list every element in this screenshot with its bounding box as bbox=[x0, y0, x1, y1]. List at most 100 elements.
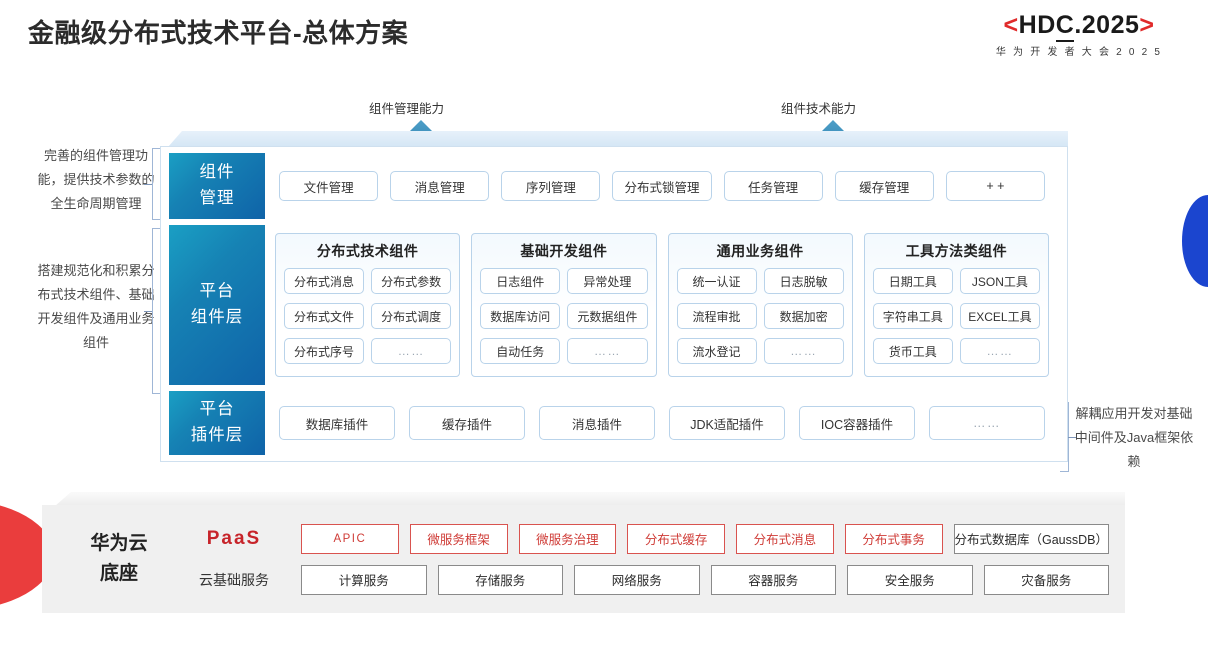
component-item[interactable]: 字符串工具 bbox=[872, 303, 953, 329]
cloud-chip[interactable]: 安全服务 bbox=[847, 564, 973, 595]
component-management-items: 文件管理 消息管理 序列管理 分布式锁管理 任务管理 缓存管理 + + bbox=[265, 153, 1059, 219]
bracket-left-top bbox=[152, 148, 161, 220]
component-management-item[interactable]: 文件管理 bbox=[279, 171, 379, 201]
paas-chip[interactable]: 分布式消息 bbox=[736, 523, 834, 554]
component-item[interactable]: 日志组件 bbox=[480, 268, 561, 294]
paas-chip-database[interactable]: 分布式数据库（GaussDB） bbox=[953, 523, 1109, 554]
hdc-bracket-left-icon: < bbox=[1003, 11, 1019, 39]
cloud-chip[interactable]: 计算服务 bbox=[301, 564, 427, 595]
component-item[interactable]: 元数据组件 bbox=[567, 303, 648, 329]
plugin-item[interactable]: 缓存插件 bbox=[409, 406, 525, 440]
paas-chip[interactable]: 微服务框架 bbox=[409, 523, 508, 554]
annotation-left-bottom: 搭建规范化和积累分布式技术组件、基础开发组件及通用业务组件 bbox=[37, 263, 155, 351]
component-item[interactable]: 异常处理 bbox=[567, 268, 648, 294]
cloud-services-label: 云基础服务 bbox=[199, 571, 269, 588]
component-item[interactable]: 数据加密 bbox=[763, 303, 844, 329]
base-top-bevel bbox=[55, 492, 1125, 506]
platform-plugin-items: 数据库插件 缓存插件 消息插件 JDK适配插件 IOC容器插件 …… bbox=[265, 391, 1059, 455]
component-management-item[interactable]: 分布式锁管理 bbox=[612, 171, 712, 201]
component-item[interactable]: 分布式参数 bbox=[371, 268, 452, 294]
hdc-logo-main: <HDC.2025> bbox=[964, 11, 1194, 42]
annotation-left-top: 完善的组件管理功能，提供技术参数的全生命周期管理 bbox=[37, 148, 155, 212]
component-item[interactable]: 分布式消息 bbox=[284, 268, 365, 294]
layer-platform-component: 平台 组件层 分布式技术组件 分布式消息 分布式参数 分布式文件 分布式调度 分… bbox=[169, 225, 1059, 385]
component-group-title: 工具方法类组件 bbox=[905, 243, 1008, 259]
component-item-more[interactable]: …… bbox=[371, 338, 452, 364]
paas-chip[interactable]: 微服务治理 bbox=[518, 523, 617, 554]
component-item[interactable]: JSON工具 bbox=[959, 268, 1040, 294]
component-item[interactable]: 流程审批 bbox=[676, 303, 757, 329]
base-rows: PaaS APIC 微服务框架 微服务治理 分布式缓存 分布式消息 分布式事务 … bbox=[178, 523, 1109, 595]
cloud-chip[interactable]: 容器服务 bbox=[710, 564, 836, 595]
component-item[interactable]: 分布式文件 bbox=[284, 303, 365, 329]
hdc-logo-subtitle: 华 为 开 发 者 大 会 2 0 2 5 bbox=[995, 47, 1163, 59]
hdc-letter-c: C bbox=[1055, 11, 1075, 42]
blue-lens-decoration bbox=[1182, 195, 1208, 287]
paas-chip[interactable]: APIC bbox=[301, 523, 399, 554]
page-title: 金融级分布式技术平台-总体方案 bbox=[28, 18, 409, 48]
cloud-chip[interactable]: 灾备服务 bbox=[983, 564, 1109, 595]
platform-stack: 组件 管理 文件管理 消息管理 序列管理 分布式锁管理 任务管理 缓存管理 + … bbox=[160, 146, 1068, 462]
component-management-item-add[interactable]: + + bbox=[945, 171, 1045, 201]
component-item-more[interactable]: …… bbox=[567, 338, 648, 364]
layer-tab-component-management[interactable]: 组件 管理 bbox=[169, 153, 265, 219]
component-item[interactable]: 数据库访问 bbox=[480, 303, 561, 329]
cloud-chip[interactable]: 存储服务 bbox=[437, 564, 563, 595]
base-title-line2: 底座 bbox=[99, 563, 138, 584]
stack-top-bevel bbox=[168, 131, 1068, 147]
component-group: 基础开发组件 日志组件 异常处理 数据库访问 元数据组件 自动任务 …… bbox=[471, 233, 657, 377]
component-group-grid: 日志组件 异常处理 数据库访问 元数据组件 自动任务 …… bbox=[480, 268, 648, 368]
layer-component-management: 组件 管理 文件管理 消息管理 序列管理 分布式锁管理 任务管理 缓存管理 + … bbox=[169, 153, 1059, 219]
component-group: 分布式技术组件 分布式消息 分布式参数 分布式文件 分布式调度 分布式序号 …… bbox=[275, 233, 461, 377]
component-group: 通用业务组件 统一认证 日志脱敏 流程审批 数据加密 流水登记 …… bbox=[667, 233, 853, 377]
layer-tab-platform-component[interactable]: 平台 组件层 bbox=[169, 225, 265, 385]
bracket-left-bottom bbox=[152, 228, 161, 394]
component-management-item[interactable]: 任务管理 bbox=[723, 171, 823, 201]
paas-label: PaaS bbox=[206, 527, 262, 549]
layer-tab-platform-plugin[interactable]: 平台 插件层 bbox=[169, 391, 265, 455]
tab-label-line2: 组件层 bbox=[190, 308, 244, 326]
capability-label-technology: 组件技术能力 bbox=[781, 102, 857, 116]
base-title-line1: 华为云 bbox=[90, 532, 148, 554]
component-item[interactable]: EXCEL工具 bbox=[959, 303, 1040, 329]
component-item[interactable]: 分布式调度 bbox=[371, 303, 452, 329]
component-item[interactable]: 统一认证 bbox=[676, 268, 757, 294]
huawei-cloud-base: 华为云 底座 PaaS APIC 微服务框架 微服务治理 分布式缓存 分布式消息… bbox=[42, 505, 1125, 613]
hdc-letter-h: H bbox=[1018, 11, 1038, 39]
component-item-more[interactable]: …… bbox=[763, 338, 844, 364]
annotation-right: 解耦应用开发对基础中间件及Java框架依赖 bbox=[1074, 406, 1194, 470]
component-item[interactable]: 货币工具 bbox=[872, 338, 953, 364]
paas-chip[interactable]: 分布式事务 bbox=[844, 523, 943, 554]
bracket-tick-left-bottom bbox=[144, 311, 152, 313]
hdc-year: .2025 bbox=[1074, 11, 1140, 39]
component-item[interactable]: 日期工具 bbox=[872, 268, 953, 294]
component-item[interactable]: 自动任务 bbox=[480, 338, 561, 364]
base-title: 华为云 底座 bbox=[60, 529, 178, 590]
tab-label-line1: 平台 bbox=[199, 282, 235, 301]
plugin-item[interactable]: 数据库插件 bbox=[279, 406, 395, 440]
tab-label-line1: 组件 bbox=[199, 163, 235, 182]
plugin-item-more[interactable]: …… bbox=[929, 406, 1045, 440]
hdc-letter-d: D bbox=[1037, 11, 1056, 39]
component-management-item[interactable]: 消息管理 bbox=[390, 171, 490, 201]
bracket-tick-left-top bbox=[144, 184, 152, 186]
component-item[interactable]: 分布式序号 bbox=[284, 338, 365, 364]
component-group-grid: 分布式消息 分布式参数 分布式文件 分布式调度 分布式序号 …… bbox=[284, 268, 452, 368]
bracket-tick-right bbox=[1068, 437, 1076, 439]
layer-platform-plugin: 平台 插件层 数据库插件 缓存插件 消息插件 JDK适配插件 IOC容器插件 …… bbox=[169, 391, 1059, 455]
plugin-item[interactable]: IOC容器插件 bbox=[799, 406, 915, 440]
base-row-cloud: 云基础服务 计算服务 存储服务 网络服务 容器服务 安全服务 灾备服务 bbox=[178, 564, 1109, 595]
paas-chip[interactable]: 分布式缓存 bbox=[627, 523, 725, 554]
plugin-item[interactable]: 消息插件 bbox=[539, 406, 655, 440]
cloud-chip[interactable]: 网络服务 bbox=[574, 564, 700, 595]
component-item[interactable]: 日志脱敏 bbox=[763, 268, 844, 294]
hdc-logo: <HDC.2025> 华 为 开 发 者 大 会 2 0 2 5 bbox=[964, 11, 1194, 59]
component-item[interactable]: 流水登记 bbox=[676, 338, 757, 364]
component-management-item[interactable]: 序列管理 bbox=[501, 171, 601, 201]
plugin-item[interactable]: JDK适配插件 bbox=[669, 406, 785, 440]
component-group-grid: 日期工具 JSON工具 字符串工具 EXCEL工具 货币工具 …… bbox=[872, 268, 1040, 368]
component-management-item[interactable]: 缓存管理 bbox=[834, 171, 934, 201]
component-group-title: 基础开发组件 bbox=[520, 243, 608, 259]
component-item-more[interactable]: …… bbox=[959, 338, 1040, 364]
hdc-bracket-right-icon: > bbox=[1139, 11, 1155, 39]
